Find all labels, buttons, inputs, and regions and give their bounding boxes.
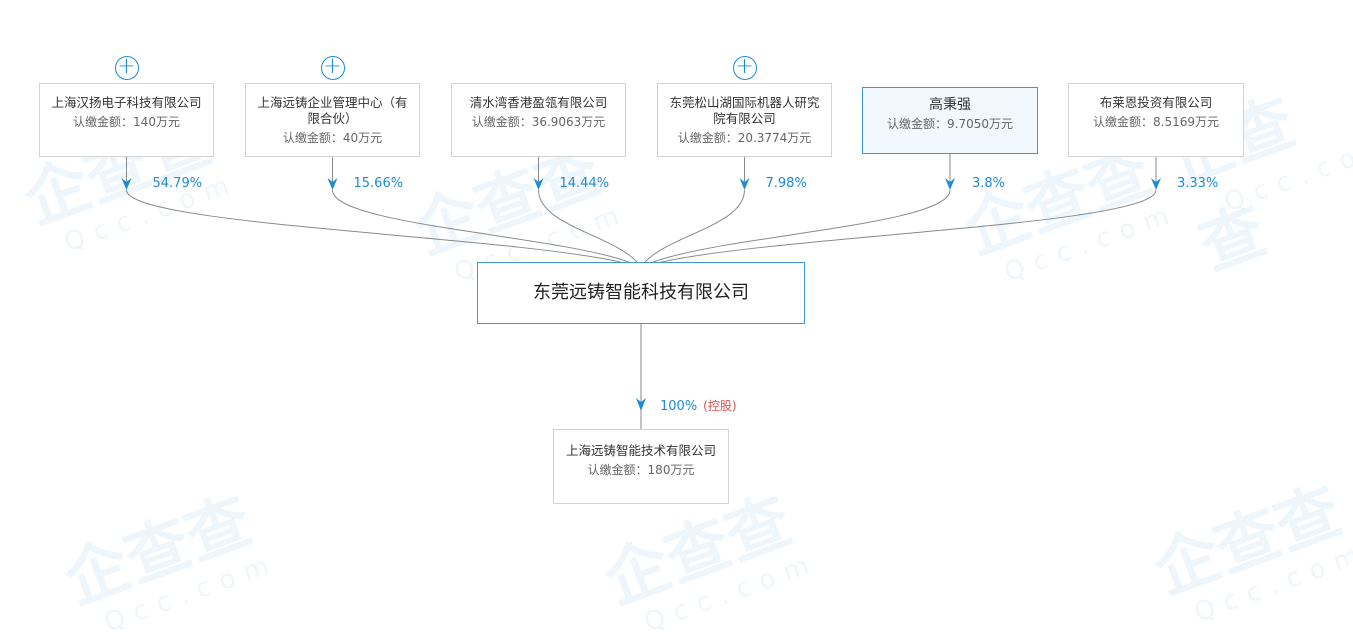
share-percent: 3.33% [1177, 176, 1219, 191]
subsidiary-name: 上海远铸智能技术有限公司 [565, 443, 716, 458]
shareholder-node[interactable]: 上海汉扬电子科技有限公司 认缴金额：140万元 [39, 83, 214, 157]
arrow-down-icon [121, 178, 132, 190]
shareholder-amount: 认缴金额：140万元 [73, 115, 180, 129]
subsidiary-percent: 100% (控股) [660, 397, 737, 414]
shareholder-name: 清水湾香港盈瓴有限公司 [469, 95, 608, 110]
shareholder-name: 上海汉扬电子科技有限公司 [51, 95, 202, 110]
control-tag: (控股) [703, 399, 737, 413]
center-company-name: 东莞远铸智能科技有限公司 [533, 282, 749, 303]
arrow-down-icon [636, 398, 646, 411]
share-percent: 7.98% [765, 176, 807, 191]
shareholder-name: 布莱恩投资有限公司 [1099, 95, 1213, 110]
connector-curve [644, 189, 745, 263]
arrow-down-icon [533, 178, 544, 190]
plus-circle-icon[interactable]: + [320, 56, 345, 80]
connector-curve [538, 189, 638, 263]
share-percent: 14.44% [559, 176, 610, 191]
subsidiary-node[interactable]: 上海远铸智能技术有限公司 认缴金额：180万元 [553, 429, 729, 504]
share-percent: 54.79% [152, 176, 203, 191]
connector-curve [661, 189, 1157, 263]
shareholder-amount: 认缴金额：36.9063万元 [471, 115, 606, 129]
arrow-down-icon [945, 178, 955, 190]
shareholder-person-node[interactable]: 高秉强 认缴金额：9.7050万元 [862, 87, 1038, 154]
shareholder-name: 东莞松山湖国际机器人研究院有限公司 [669, 95, 820, 126]
arrow-down-icon [1151, 178, 1161, 190]
arrow-down-icon [327, 178, 338, 190]
shareholder-amount: 认缴金额：20.3774万元 [677, 131, 812, 145]
connector-curve [653, 189, 951, 263]
shareholder-node[interactable]: 东莞松山湖国际机器人研究院有限公司 认缴金额：20.3774万元 [657, 83, 832, 157]
shareholder-node[interactable]: 布莱恩投资有限公司 认缴金额：8.5169万元 [1068, 83, 1244, 157]
share-percent: 3.8% [972, 176, 1006, 191]
plus-circle-icon[interactable]: + [114, 56, 139, 80]
connector-curve [332, 189, 629, 263]
center-company-node[interactable]: 东莞远铸智能科技有限公司 [477, 262, 805, 324]
subsidiary-percent-value: 100% [660, 399, 698, 414]
equity-diagram [121, 154, 1161, 429]
shareholder-name: 上海远铸企业管理中心（有限合伙） [257, 95, 408, 126]
arrow-down-icon [739, 178, 750, 190]
shareholder-amount: 认缴金额：9.7050万元 [887, 117, 1013, 131]
shareholder-name: 高秉强 [929, 97, 971, 113]
shareholder-node[interactable]: 清水湾香港盈瓴有限公司 认缴金额：36.9063万元 [451, 83, 626, 157]
subsidiary-amount: 认缴金额：180万元 [587, 463, 695, 477]
share-percent: 15.66% [353, 176, 404, 191]
connector-curve [126, 189, 621, 263]
plus-circle-icon[interactable]: + [732, 56, 757, 80]
shareholder-node[interactable]: 上海远铸企业管理中心（有限合伙） 认缴金额：40万元 [245, 83, 420, 157]
shareholder-amount: 认缴金额：8.5169万元 [1093, 115, 1219, 129]
shareholder-amount: 认缴金额：40万元 [282, 131, 383, 145]
